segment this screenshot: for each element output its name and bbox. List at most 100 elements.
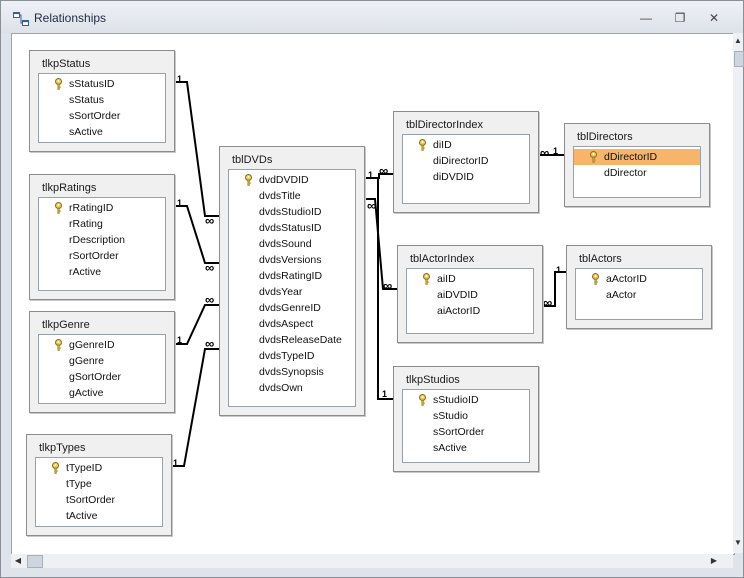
field-row[interactable]: dvdsReleaseDate [229,332,355,348]
field-row[interactable]: aiID [407,271,533,287]
field-row[interactable]: sActive [39,124,165,140]
field-row[interactable]: rDescription [39,232,165,248]
vertical-scrollbar[interactable]: ▲ ▼ [733,33,744,553]
scroll-down-arrow[interactable]: ▼ [734,538,742,547]
field-row[interactable]: dvdsSound [229,236,355,252]
field-row[interactable]: gActive [39,385,165,401]
field-row[interactable]: tTypeID [36,460,162,476]
rel-status-line[interactable] [173,81,219,217]
field-row[interactable]: sStatusID [39,76,165,92]
rel-acttable-line[interactable] [541,271,566,307]
field-row[interactable]: dvdsTitle [229,188,355,204]
restore-button[interactable]: ❐ [669,10,691,26]
rel-studio-line[interactable] [363,177,393,400]
field-row[interactable]: dvdsOwn [229,380,355,396]
field-name: aActorID [606,273,647,285]
field-row[interactable]: sStudio [403,408,529,424]
horizontal-scrollbar[interactable]: ◀ ▶ [11,554,733,568]
scroll-up-arrow[interactable]: ▲ [734,36,742,45]
field-row[interactable]: dvdsStatusID [229,220,355,236]
field-row[interactable]: sStudioID [403,392,529,408]
rel-genre-line[interactable] [173,304,219,345]
field-row[interactable]: sStatus [39,92,165,108]
field-row[interactable]: dvdDVDID [229,172,355,188]
field-row[interactable]: tType [36,476,162,492]
field-row[interactable]: diDVDID [403,169,529,185]
rel-director-many-label: ∞ [379,163,388,178]
field-row[interactable]: dvdsRatingID [229,268,355,284]
field-row[interactable]: gSortOrder [39,369,165,385]
field-row[interactable]: tSortOrder [36,492,162,508]
scroll-right-arrow[interactable]: ▶ [710,556,718,565]
title-bar[interactable]: Relationships — ❐ ✕ [1,1,743,33]
field-row[interactable]: rSortOrder [39,248,165,264]
table-title[interactable]: tlkpStatus [42,58,91,70]
field-list[interactable]: aActorID aActor [575,268,703,320]
field-row[interactable]: aiDVDID [407,287,533,303]
field-row[interactable]: rRatingID [39,200,165,216]
table-title[interactable]: tblActorIndex [410,253,475,265]
field-row[interactable]: aActorID [576,271,702,287]
field-name: sActive [69,126,103,138]
field-row[interactable]: sSortOrder [39,108,165,124]
field-row[interactable]: gGenre [39,353,165,369]
table-tblActors[interactable]: tblActors aActorID aActor [566,245,712,329]
field-row[interactable]: aActor [576,287,702,303]
rel-ratings-line[interactable] [173,205,219,264]
table-title[interactable]: tlkpTypes [39,442,86,454]
field-row[interactable]: dvdsYear [229,284,355,300]
field-row[interactable]: rActive [39,264,165,280]
field-row[interactable]: dDirectorID [574,149,700,165]
table-title[interactable]: tlkpRatings [42,182,97,194]
field-row[interactable]: diDirectorID [403,153,529,169]
field-row[interactable]: sSortOrder [403,424,529,440]
field-row[interactable]: dvdsTypeID [229,348,355,364]
minimize-button[interactable]: — [635,10,657,26]
field-row[interactable]: gGenreID [39,337,165,353]
field-row[interactable]: sActive [403,440,529,456]
field-row[interactable]: diID [403,137,529,153]
table-title[interactable]: tlkpGenre [42,319,90,331]
table-title[interactable]: tlkpStudios [406,374,460,386]
rel-types-line[interactable] [170,348,219,467]
table-title[interactable]: tblDVDs [232,154,273,166]
field-name: tActive [66,510,98,522]
field-row[interactable]: rRating [39,216,165,232]
field-row[interactable]: dDirector [574,165,700,181]
field-name: gActive [69,387,104,399]
close-button[interactable]: ✕ [703,10,725,26]
scroll-left-arrow[interactable]: ◀ [14,556,22,565]
field-row[interactable]: aiActorID [407,303,533,319]
table-title[interactable]: tblDirectors [577,131,633,143]
field-row[interactable]: dvdsStudioID [229,204,355,220]
table-title[interactable]: tblDirectorIndex [406,119,484,131]
primary-key-icon [423,273,430,285]
field-row[interactable]: dvdsAspect [229,316,355,332]
field-row[interactable]: tActive [36,508,162,524]
field-row[interactable]: dvdsVersions [229,252,355,268]
horizontal-scroll-thumb[interactable] [27,555,43,568]
field-row[interactable]: dvdsGenreID [229,300,355,316]
field-row[interactable]: dvdsSynopsis [229,364,355,380]
vertical-scroll-thumb[interactable] [734,51,744,67]
table-title[interactable]: tblActors [579,253,622,265]
